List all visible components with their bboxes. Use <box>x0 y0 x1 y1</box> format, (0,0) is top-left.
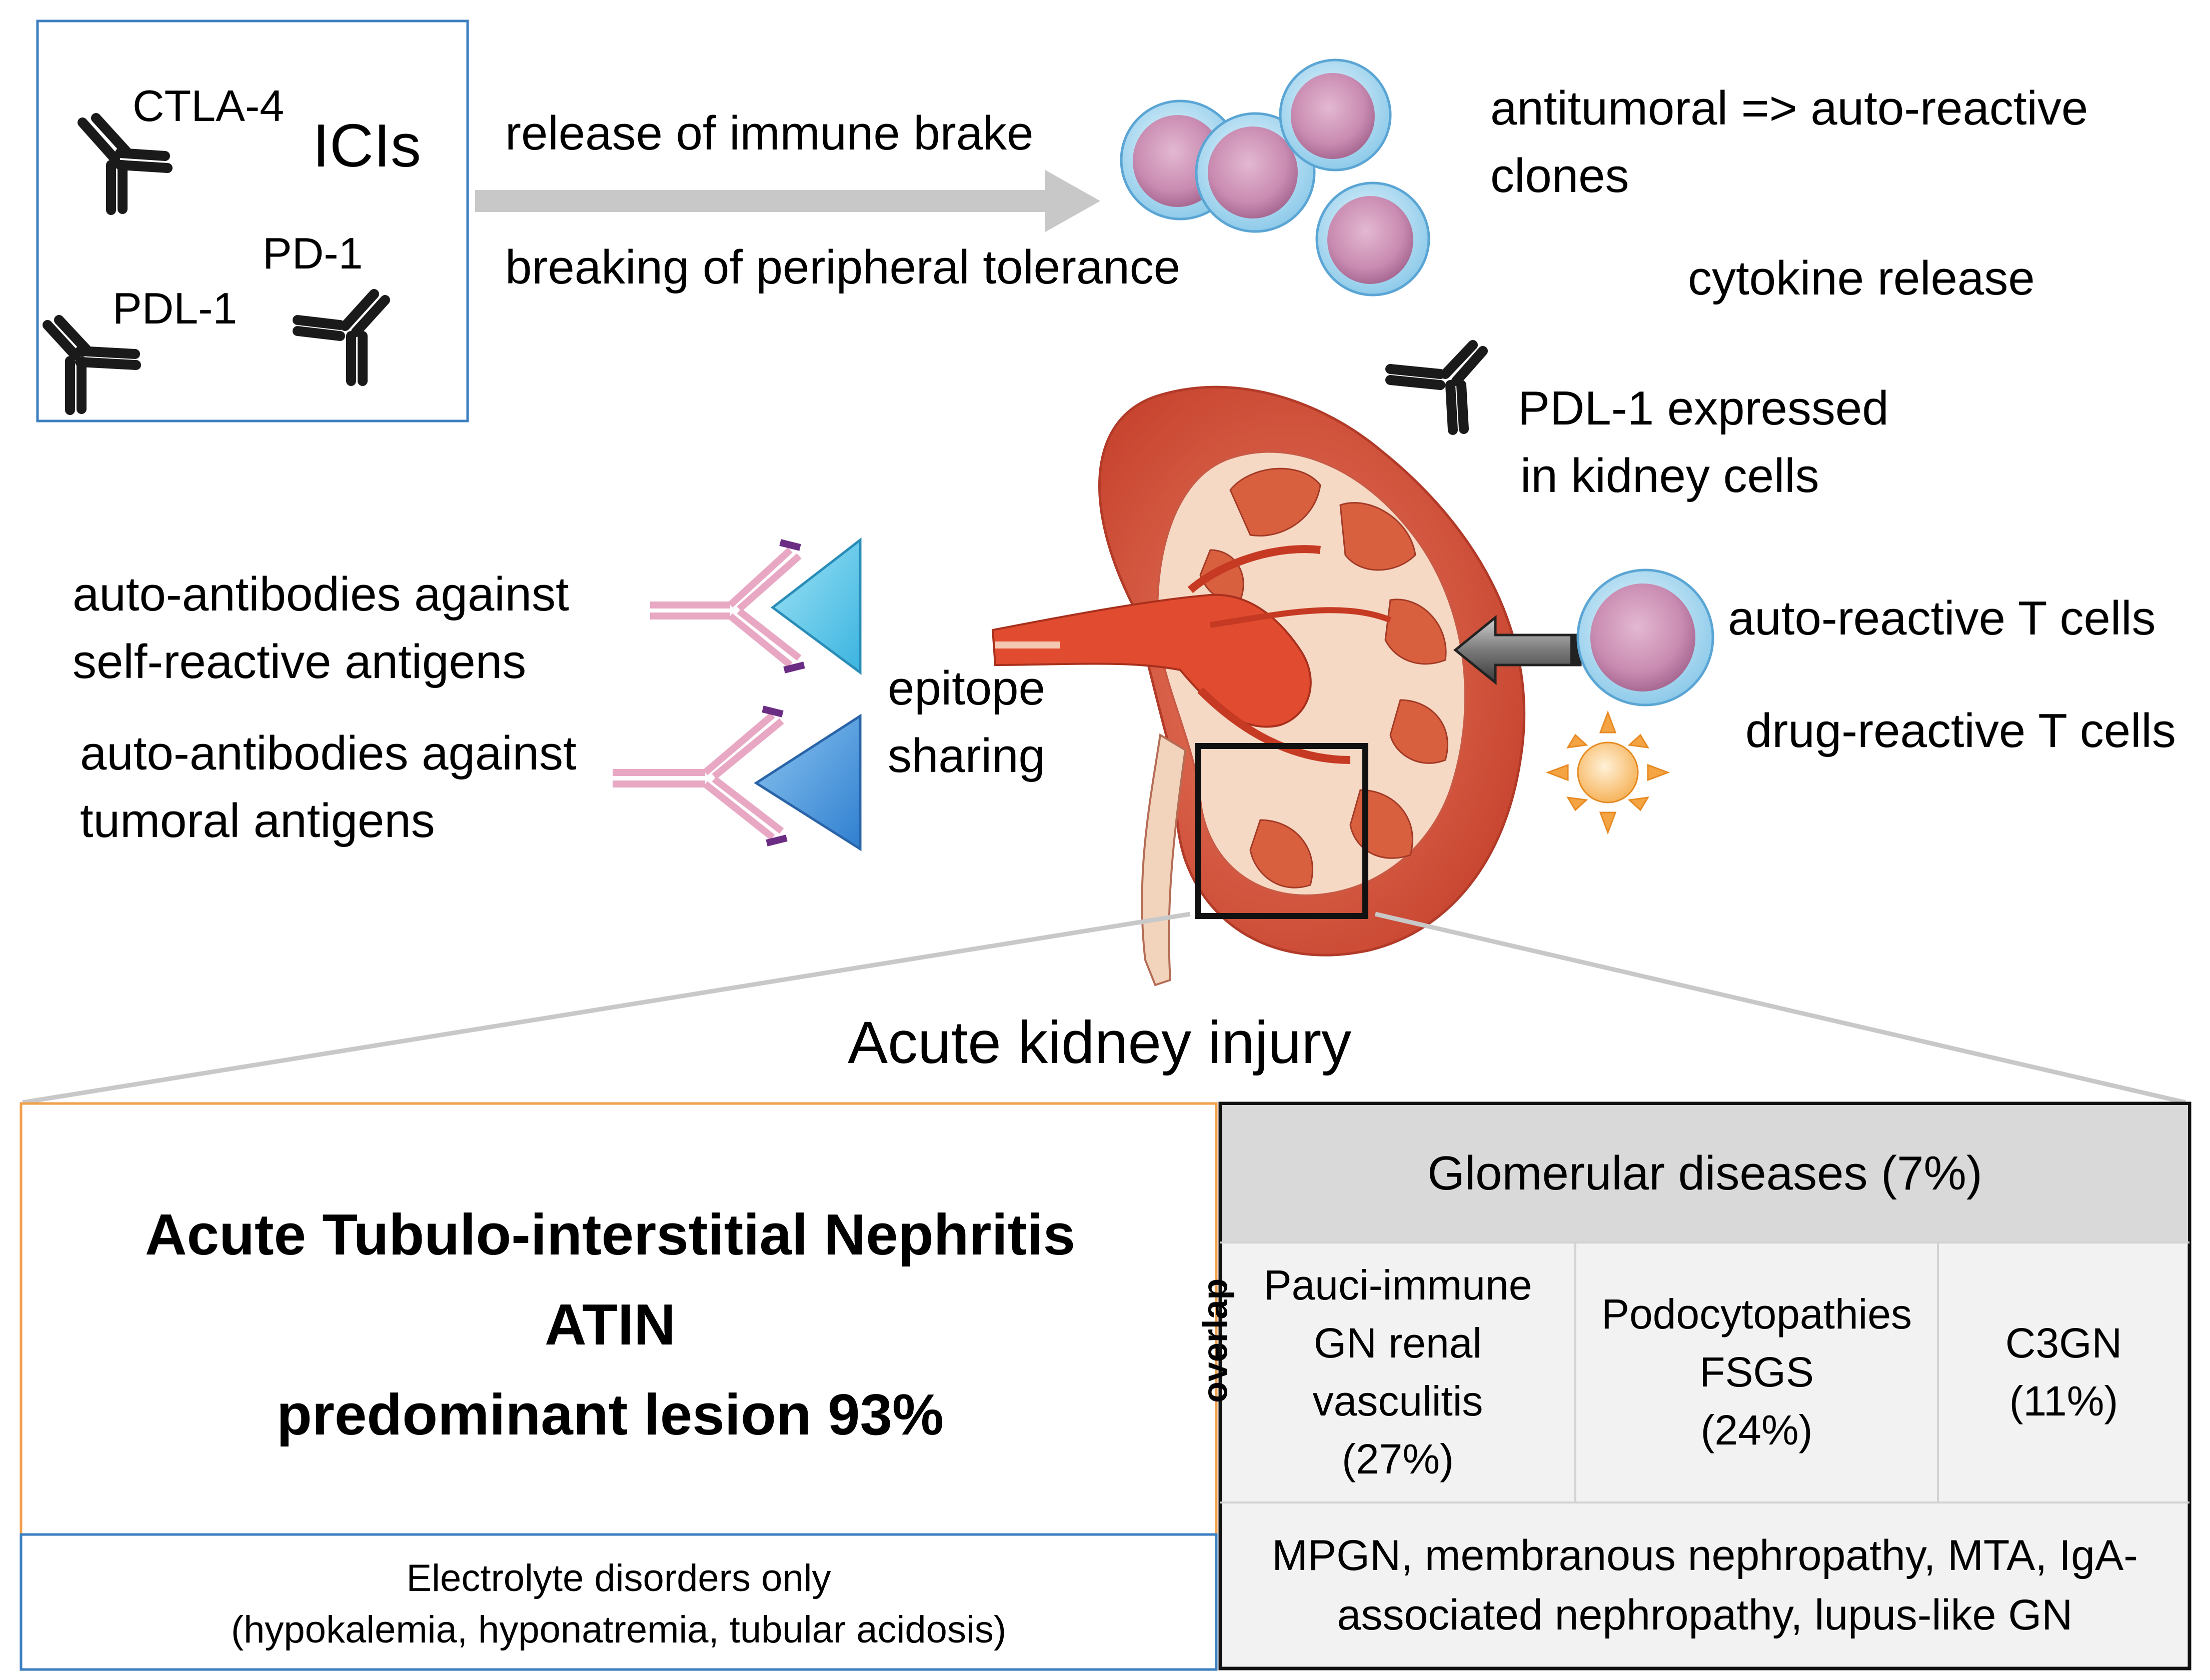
atin-text: Acute Tubulo-interstitial Nephritis ATIN… <box>21 1190 1199 1460</box>
tumor-antigen-antibody-icon <box>613 706 788 846</box>
podo-line1: Podocytopathies <box>1601 1290 1912 1338</box>
zoom-line-left <box>22 912 1191 1105</box>
pdl1-expressed-label-line1: PDL-1 expressed <box>1518 382 1889 435</box>
pd1-label: PD-1 <box>263 228 363 278</box>
auto-reactive-t-cells-label: auto-reactive T cells <box>1728 592 2156 645</box>
drug-reactive-t-cells-label: drug-reactive T cells <box>1745 704 2176 758</box>
pauci-line1: Pauci-immune <box>1263 1262 1532 1309</box>
clones-label-line2: clones <box>1490 149 1629 202</box>
electrolyte-line1: Electrolyte disorders only <box>406 1557 831 1600</box>
c3gn-cell: C3GN (11%) <box>1938 1242 2189 1502</box>
podocytopathies-cell: Podocytopathies FSGS (24%) <box>1575 1242 1938 1502</box>
podo-line2: FSGS <box>1699 1348 1814 1396</box>
pauci-immune-cell: Pauci-immune GN renal vasculitis (27%) <box>1220 1242 1575 1502</box>
immune-brake-label: release of immune brake <box>505 106 1034 160</box>
kidney-illustration <box>991 386 1526 986</box>
pauci-line3: vasculitis <box>1312 1378 1483 1424</box>
kidney-zoom-box <box>1195 743 1368 919</box>
clones-label-line1: antitumoral => auto-reactive <box>1490 82 2088 135</box>
self-antibody-label-line1: auto-antibodies against <box>73 568 569 621</box>
icis-title: ICIs <box>313 112 421 180</box>
immune-brake-arrow <box>475 170 1100 232</box>
pdl1-label: PDL-1 <box>113 284 238 333</box>
c3gn-line2: (11%) <box>2009 1378 2118 1424</box>
epitope-sharing-label-line2: sharing <box>888 729 1045 782</box>
tumor-antigen-triangle <box>754 714 862 852</box>
tumor-antibody-label-line1: auto-antibodies against <box>80 726 577 780</box>
acute-kidney-injury-title: Acute kidney injury <box>848 1009 1352 1076</box>
zoom-line-right <box>1374 912 2186 1105</box>
drug-sun-icon <box>1545 710 1670 835</box>
atin-line3: predominant lesion 93% <box>276 1382 944 1447</box>
pauci-line2: GN renal <box>1313 1320 1482 1367</box>
self-antigen-triangle <box>770 537 862 675</box>
kidney-pdl1-antibody-icon <box>1385 340 1488 435</box>
electrolyte-box-border <box>20 1533 1218 1671</box>
electrolyte-line2: (hypokalemia, hyponatremia, tubular acid… <box>231 1608 1007 1652</box>
other-line1: MPGN, membranous nephropathy, MTA, IgA- <box>1272 1532 2138 1580</box>
pauci-line4: (27%) <box>1341 1435 1454 1482</box>
glomerular-header: Glomerular diseases (7%) <box>1427 1146 1982 1200</box>
atin-line1: Acute Tubulo-interstitial Nephritis <box>145 1202 1076 1267</box>
self-antibody-label-line2: self-reactive antigens <box>73 635 527 688</box>
glomerular-header-bg <box>1222 1105 2188 1242</box>
ici-box-border <box>36 20 469 422</box>
t-cell-cluster-icon <box>1120 58 1430 296</box>
t-cell-attack-arrow <box>1453 614 1582 686</box>
pdl1-expressed-label-line2: in kidney cells <box>1520 449 1819 502</box>
other-glomerular-cell: MPGN, membranous nephropathy, MTA, IgA- … <box>1220 1502 2189 1668</box>
pdl1-antibody-icon <box>43 315 141 415</box>
epitope-sharing-label-line1: epitope <box>888 662 1045 715</box>
auto-reactive-t-cell-icon <box>1576 568 1714 706</box>
peripheral-tolerance-label: breaking of peripheral tolerance <box>505 240 1181 294</box>
tumor-antibody-label-line2: tumoral antigens <box>80 794 435 848</box>
c3gn-line1: C3GN <box>2005 1320 2122 1367</box>
atin-line2: ATIN <box>544 1292 676 1357</box>
ctla4-antibody-icon <box>78 113 173 215</box>
podo-line3: (24%) <box>1700 1406 1813 1454</box>
cytokine-release-label: cytokine release <box>1688 252 2035 305</box>
electrolyte-text: Electrolyte disorders only (hypokalemia,… <box>21 1552 1216 1656</box>
ctla4-label: CTLA-4 <box>133 81 285 130</box>
self-antigen-antibody-icon <box>650 539 805 674</box>
pd1-antibody-icon <box>293 289 390 386</box>
other-line2: associated nephropathy, lupus-like GN <box>1337 1591 2073 1639</box>
